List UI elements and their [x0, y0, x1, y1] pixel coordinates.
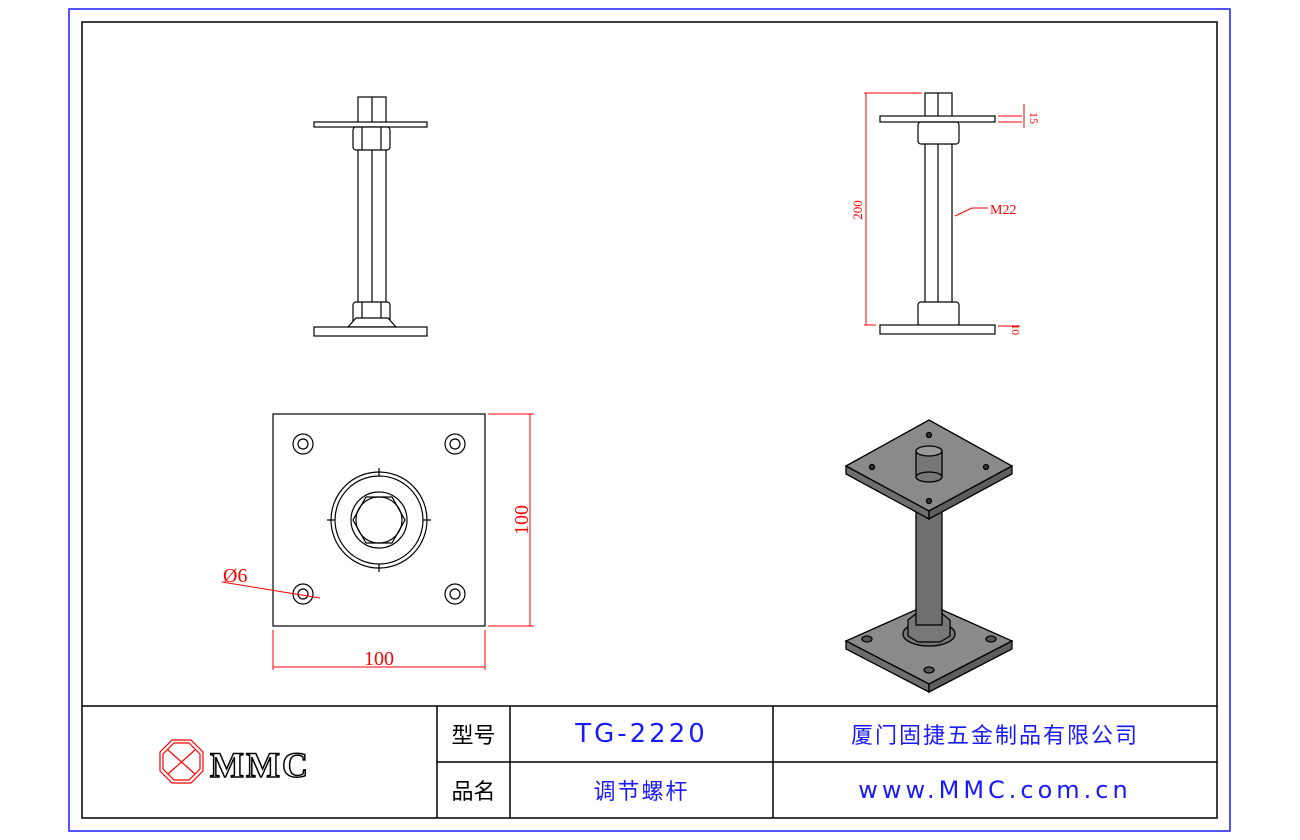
- inner-frame: [81, 21, 1218, 819]
- depth-dimension: 100: [511, 505, 533, 535]
- logo-text: MMC: [210, 745, 310, 785]
- model-value: TG-2220: [575, 719, 708, 749]
- plate-thickness-dimension: 15: [1027, 112, 1041, 124]
- side-view: [879, 92, 996, 335]
- website: www.MMC.com.cn: [858, 776, 1132, 804]
- side-dimensions: [864, 92, 1025, 327]
- width-dimension: 100: [364, 648, 394, 670]
- outer-border: [68, 8, 1231, 832]
- plan-dimensions: [221, 413, 534, 670]
- hole-dimension: Ø6: [223, 565, 247, 587]
- model-label: 型号: [451, 724, 496, 749]
- front-view: [313, 96, 428, 337]
- name-label: 品名: [451, 780, 496, 805]
- mmc-logo-icon: [159, 739, 204, 784]
- product-name: 调节螺杆: [593, 780, 690, 805]
- title-block-grid: [82, 705, 1217, 818]
- base-thickness-dimension: 10: [1009, 324, 1021, 336]
- thread-dimension: M22: [990, 203, 1016, 218]
- company-name: 厦门固捷五金制品有限公司: [850, 724, 1139, 749]
- isometric-view: [844, 419, 1014, 694]
- height-dimension: 200: [850, 200, 865, 220]
- plan-view: [272, 413, 486, 627]
